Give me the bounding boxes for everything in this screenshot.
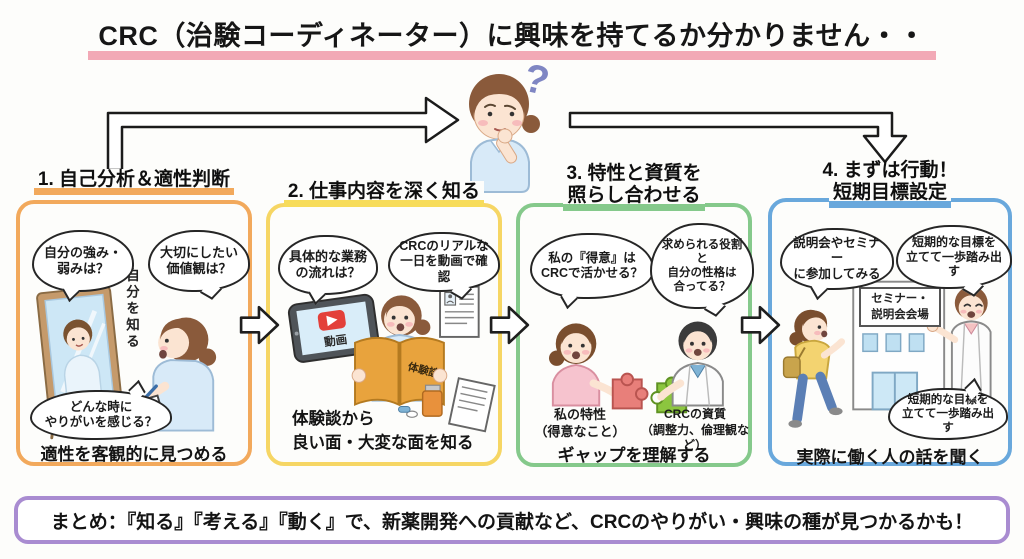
panel-match-traits: 私の『得意』は CRCで活かせる？ 求められる役割と 自分の性格は 合ってる？ … <box>516 203 754 467</box>
panel4-caption: 実際に働く人の話を聞く <box>796 448 984 467</box>
page-title: CRC（治験コーディネーター）に興味を持てるか分かりません・・ <box>0 14 1024 60</box>
page-title-text: CRC（治験コーディネーター）に興味を持てるか分かりません・・ <box>88 14 936 60</box>
panel2-heading-text: 2. 仕事内容を深く知る <box>283 181 485 208</box>
summary-bar: まとめ：『知る』『考える』『動く』で、新薬開発への貢献など、CRCのやりがい・興… <box>14 496 1010 544</box>
panel3-heading-line1: 3. 特性と資質を <box>566 163 702 184</box>
crc-man <box>657 321 724 407</box>
reading-woman <box>371 295 431 402</box>
step-arrow-1-2 <box>239 305 280 345</box>
panel-take-action: セミナー・ 説明会会場 説明会やセミナー に参加してみる 短期的な目標を 立てて… <box>768 198 1012 467</box>
step-arrow-3-4 <box>740 305 781 345</box>
panel1-bubble-values: 大切にしたい 価値観は？ <box>148 230 250 292</box>
play-icon <box>317 310 346 331</box>
visitor-woman <box>782 309 846 428</box>
right-flow-arrow <box>568 111 908 164</box>
left-flow-arrow <box>106 96 460 172</box>
panel3-label-my-traits: 私の特性 （得意なこと） <box>534 407 626 439</box>
panel1-heading: 1. 自己分析＆適性判断 <box>16 169 252 196</box>
panel4-bubble-seminar: 説明会やセミナー に参加してみる <box>780 228 894 290</box>
thinking-woman-svg <box>469 74 540 193</box>
video-tablet-icon: 動画 <box>287 293 380 363</box>
panel2-caption: 体験談から 良い面・大変な面を知る <box>292 410 474 452</box>
panel4-bubble-first-step: 短期的な目標を 立てて一歩踏み出す <box>888 388 1008 440</box>
panel3-heading: 3. 特性と資質を 照らし合わせる <box>516 163 752 212</box>
panel1-vertical-label: 自分を知る <box>124 268 139 351</box>
panel2-bubble-video: CRCのリアルな 一日を動画で確認 <box>388 232 500 292</box>
panel1-heading-text: 1. 自己分析＆適性判断 <box>33 169 235 196</box>
candidate-woman <box>548 323 621 407</box>
panel2-bubble-workflow: 具体的な業務 の流れは？ <box>278 235 378 295</box>
book-label: 体験談 <box>406 360 440 380</box>
thinking-woman-illustration <box>441 62 563 204</box>
step-arrow-2-3 <box>489 305 530 345</box>
pink-puzzle-icon <box>611 372 649 410</box>
panel1-caption: 適性を客観的に見つめる <box>40 445 228 464</box>
tablet-label: 動画 <box>323 332 348 349</box>
seminar-sign: セミナー・ 説明会会場 <box>859 287 941 327</box>
panel3-heading-line2: 照らし合わせる <box>563 185 705 212</box>
experience-book-icon: 体験談 <box>351 336 448 407</box>
panel-self-analysis: 自分を知る 自分の強み・ 弱みは？ 大切にしたい 価値観は？ どんな時に やりが… <box>16 200 252 466</box>
summary-text: まとめ：『知る』『考える』『動く』で、新薬開発への貢献など、CRCのやりがい・興… <box>50 511 974 533</box>
panel4-heading-line2: 短期目標設定 <box>828 182 951 209</box>
panel1-bubble-fulfillment: どんな時に やりがいを感じる？ <box>30 390 172 440</box>
panel4-bubble-short-goal: 短期的な目標を 立てて一歩踏み出す <box>896 225 1012 289</box>
panel3-bubble-strength-fit: 私の『得意』は CRCで活かせる？ <box>530 233 654 299</box>
panel4-heading: 4. まずは行動！ 短期目標設定 <box>768 160 1012 209</box>
panel2-heading: 2. 仕事内容を深く知る <box>266 181 502 208</box>
panel3-caption: ギャップを理解する <box>557 446 711 465</box>
panel3-bubble-role-fit: 求められる役割と 自分の性格は 合ってる？ <box>650 223 754 309</box>
panel4-heading-line1: 4. まずは行動！ <box>822 160 958 181</box>
panel1-bubble-strengths: 自分の強み・ 弱みは？ <box>32 230 134 292</box>
panel-know-the-job: 動画 体験談 <box>266 203 502 466</box>
